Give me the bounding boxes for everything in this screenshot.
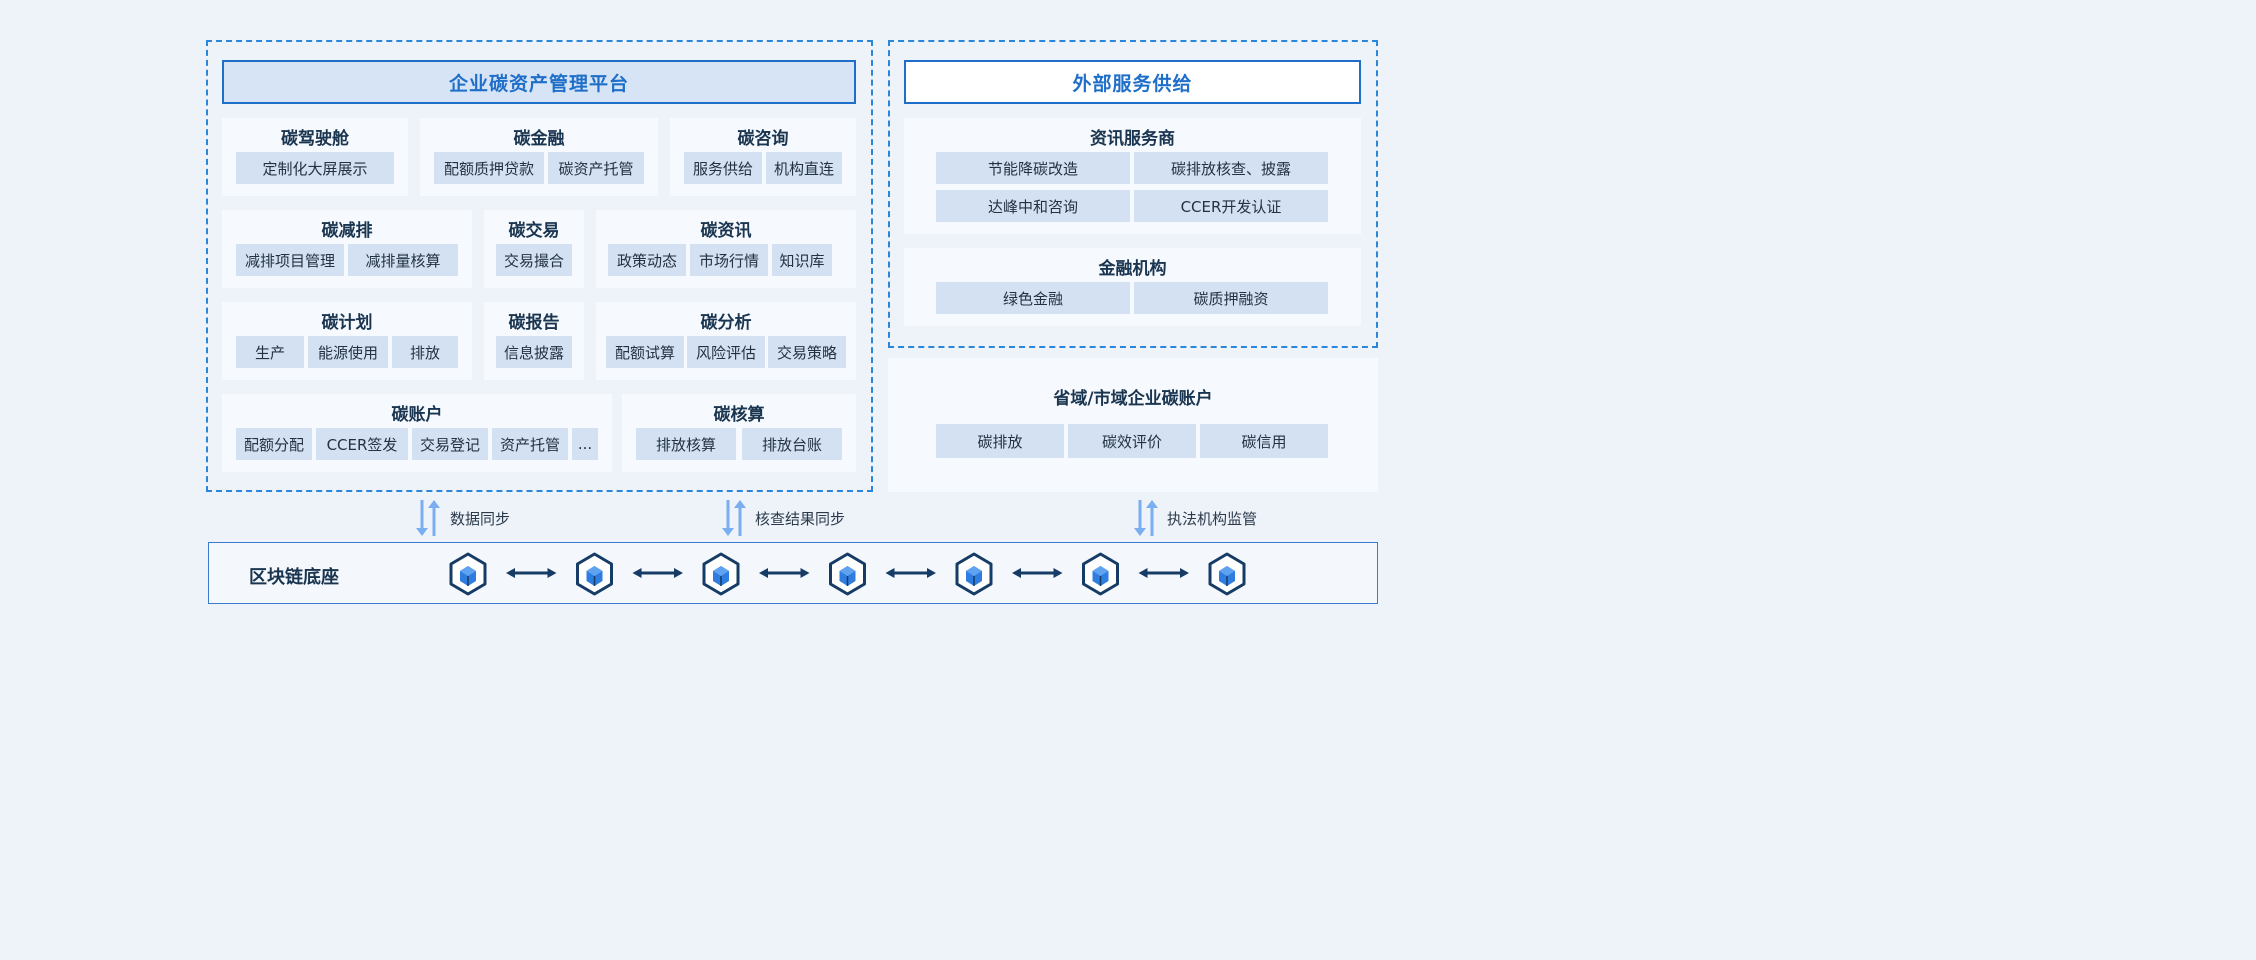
module-title: 碳减排 bbox=[321, 221, 373, 241]
module-item[interactable]: 能源使用 bbox=[308, 336, 388, 368]
module-item[interactable]: 定制化大屏展示 bbox=[236, 152, 394, 184]
external-services-title-text: 外部服务供给 bbox=[1072, 72, 1193, 95]
module-item[interactable]: 碳资产托管 bbox=[548, 152, 644, 184]
external-services-panel bbox=[888, 40, 1378, 348]
module-card: 碳交易 交易撮合 bbox=[484, 210, 584, 288]
module-item[interactable]: 交易策略 bbox=[768, 336, 846, 368]
double-arrow-icon bbox=[506, 568, 557, 578]
module-item[interactable]: 资产托管 bbox=[492, 428, 568, 460]
module-item[interactable]: 生产 bbox=[236, 336, 304, 368]
module-item[interactable]: ... bbox=[572, 428, 598, 460]
module-item[interactable]: 交易登记 bbox=[412, 428, 488, 460]
service-card: 金融机构 绿色金融 碳质押融资 bbox=[904, 248, 1361, 326]
module-item[interactable]: 机构直连 bbox=[766, 152, 842, 184]
module-item[interactable]: 风险评估 bbox=[687, 336, 765, 368]
module-item[interactable]: 交易撮合 bbox=[496, 244, 572, 276]
service-title: 金融机构 bbox=[1098, 259, 1167, 279]
module-item[interactable]: 排放台账 bbox=[742, 428, 842, 460]
blockchain-title: 区块链底座 bbox=[249, 567, 339, 588]
service-item[interactable]: CCER开发认证 bbox=[1134, 190, 1328, 222]
module-item[interactable]: 排放 bbox=[392, 336, 458, 368]
cube-icon bbox=[1208, 552, 1246, 596]
cube-icon bbox=[829, 552, 866, 596]
double-arrow-icon bbox=[632, 568, 683, 578]
module-item[interactable]: 配额试算 bbox=[606, 336, 684, 368]
module-title: 碳驾驶舱 bbox=[281, 129, 349, 149]
module-item[interactable]: 市场行情 bbox=[690, 244, 768, 276]
platform-panel bbox=[206, 40, 873, 492]
module-card: 碳驾驶舱 定制化大屏展示 bbox=[222, 118, 408, 196]
cube-icon bbox=[449, 552, 487, 596]
module-item[interactable]: 减排项目管理 bbox=[236, 244, 344, 276]
service-item[interactable]: 达峰中和咨询 bbox=[936, 190, 1130, 222]
account-item[interactable]: 碳排放 bbox=[936, 424, 1064, 458]
module-item[interactable]: 信息披露 bbox=[496, 336, 572, 368]
module-title: 碳咨询 bbox=[737, 129, 789, 149]
cube-icon bbox=[702, 552, 740, 596]
module-item[interactable]: 减排量核算 bbox=[348, 244, 458, 276]
service-item[interactable]: 碳质押融资 bbox=[1134, 282, 1328, 314]
module-item[interactable]: 排放核算 bbox=[636, 428, 736, 460]
module-title: 碳金融 bbox=[513, 129, 565, 149]
cube-icon bbox=[1082, 552, 1119, 596]
module-title: 碳计划 bbox=[321, 313, 373, 333]
data-sync-label: 数据同步 bbox=[450, 510, 511, 528]
account-item[interactable]: 碳效评价 bbox=[1068, 424, 1196, 458]
sync-arrow-icon bbox=[416, 500, 440, 536]
double-arrow-icon bbox=[759, 568, 810, 578]
platform-title: 企业碳资产管理平台 bbox=[222, 60, 856, 104]
module-item[interactable]: 配额分配 bbox=[236, 428, 312, 460]
module-title: 碳交易 bbox=[508, 221, 560, 241]
double-arrow-icon bbox=[1138, 568, 1189, 578]
enforcement-label: 执法机构监管 bbox=[1167, 510, 1258, 528]
carbon-account-panel: 省域/市域企业碳账户 碳排放 碳效评价 碳信用 bbox=[888, 358, 1378, 492]
module-item[interactable]: 知识库 bbox=[772, 244, 832, 276]
module-card: 碳减排 减排项目管理 减排量核算 bbox=[222, 210, 472, 288]
cube-icon bbox=[576, 552, 613, 596]
module-title: 碳资讯 bbox=[700, 221, 752, 241]
module-card: 碳资讯 政策动态 市场行情 知识库 bbox=[596, 210, 856, 288]
module-title: 碳核算 bbox=[713, 405, 765, 425]
module-card: 碳核算 排放核算 排放台账 bbox=[622, 394, 856, 472]
module-card: 碳计划 生产 能源使用 排放 bbox=[222, 302, 472, 380]
platform-title-text: 企业碳资产管理平台 bbox=[448, 72, 629, 95]
module-card: 碳报告 信息披露 bbox=[484, 302, 584, 380]
module-card: 碳分析 配额试算 风险评估 交易策略 bbox=[596, 302, 856, 380]
module-card: 碳咨询 服务供给 机构直连 bbox=[670, 118, 856, 196]
carbon-account-title: 省域/市域企业碳账户 bbox=[1053, 389, 1213, 409]
account-item[interactable]: 碳信用 bbox=[1200, 424, 1328, 458]
service-item[interactable]: 碳排放核查、披露 bbox=[1134, 152, 1328, 184]
cube-icon bbox=[955, 552, 993, 596]
module-item[interactable]: 服务供给 bbox=[684, 152, 762, 184]
module-card: 碳账户 配额分配 CCER签发 交易登记 资产托管 ... bbox=[222, 394, 612, 472]
module-title: 碳账户 bbox=[391, 405, 443, 425]
service-item[interactable]: 节能降碳改造 bbox=[936, 152, 1130, 184]
module-item[interactable]: 配额质押贷款 bbox=[434, 152, 544, 184]
module-card: 碳金融 配额质押贷款 碳资产托管 bbox=[420, 118, 658, 196]
blockchain-nodes bbox=[208, 542, 1378, 604]
service-item[interactable]: 绿色金融 bbox=[936, 282, 1130, 314]
module-title: 碳报告 bbox=[508, 313, 560, 333]
blockchain-diagram bbox=[449, 552, 1246, 596]
sync-arrow-icon bbox=[1134, 500, 1158, 536]
service-card: 资讯服务商 节能降碳改造 碳排放核查、披露 达峰中和咨询 CCER开发认证 bbox=[904, 118, 1361, 234]
module-title: 碳分析 bbox=[700, 313, 752, 333]
module-item[interactable]: 政策动态 bbox=[608, 244, 686, 276]
double-arrow-icon bbox=[885, 568, 936, 578]
module-item[interactable]: CCER签发 bbox=[316, 428, 408, 460]
audit-sync-label: 核查结果同步 bbox=[755, 510, 846, 528]
service-title: 资讯服务商 bbox=[1090, 129, 1175, 149]
external-services-title: 外部服务供给 bbox=[904, 60, 1361, 104]
double-arrow-icon bbox=[1012, 568, 1063, 578]
sync-arrow-icon bbox=[722, 500, 746, 536]
